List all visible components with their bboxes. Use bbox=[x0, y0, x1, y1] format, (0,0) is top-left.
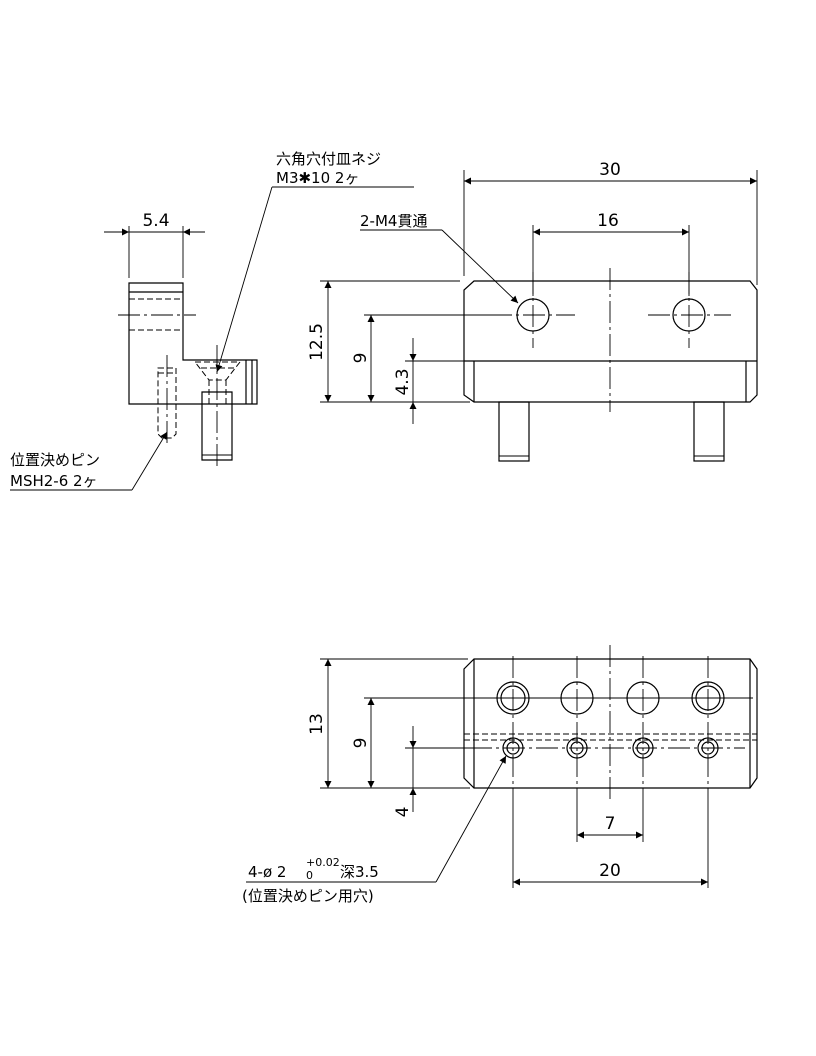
dim-bottom-height: 13 bbox=[307, 713, 327, 735]
pin-hole-note-line2: (位置決めピン用穴) bbox=[242, 887, 374, 905]
dim-step-height: 4.3 bbox=[393, 368, 413, 395]
screw-note-line1: 六角穴付皿ネジ bbox=[276, 150, 381, 168]
dim-pitch-large: 20 bbox=[599, 861, 621, 881]
dim-hole-pitch: 16 bbox=[597, 211, 619, 231]
hole-note: 2-M4貫通 bbox=[360, 212, 427, 230]
dim-hole-height: 9 bbox=[351, 353, 371, 364]
dim-side-width: 5.4 bbox=[142, 211, 169, 231]
pin-hole-note-prefix: 4-ø 2 bbox=[248, 863, 286, 881]
dim-lower-row: 4 bbox=[393, 807, 413, 818]
pin-note-line2: MSH2-6 2ヶ bbox=[10, 472, 98, 490]
dim-front-height: 12.5 bbox=[307, 323, 327, 361]
pin-hole-tol-upper: +0.02 bbox=[306, 856, 340, 869]
pin-note-line1: 位置決めピン bbox=[10, 451, 100, 469]
dim-front-width: 30 bbox=[599, 160, 621, 180]
front-view: 30 16 2-M4貫通 12.5 9 4.3 bbox=[307, 160, 758, 462]
pin-hole-note-suffix: 深3.5 bbox=[340, 863, 379, 881]
side-view: 5.4 六角穴付皿ネジ M3✱10 2ヶ 位置決めピン MSH2-6 2ヶ bbox=[10, 150, 414, 491]
dim-upper-row: 9 bbox=[351, 738, 371, 749]
bottom-view: 13 9 4 7 20 4-ø 2 +0.02 0 深3.5 (位置決めピン用穴… bbox=[242, 645, 758, 905]
screw-note-line2: M3✱10 2ヶ bbox=[276, 169, 359, 187]
pin-hole-tol-lower: 0 bbox=[306, 869, 313, 882]
dim-pitch-small: 7 bbox=[605, 814, 616, 834]
